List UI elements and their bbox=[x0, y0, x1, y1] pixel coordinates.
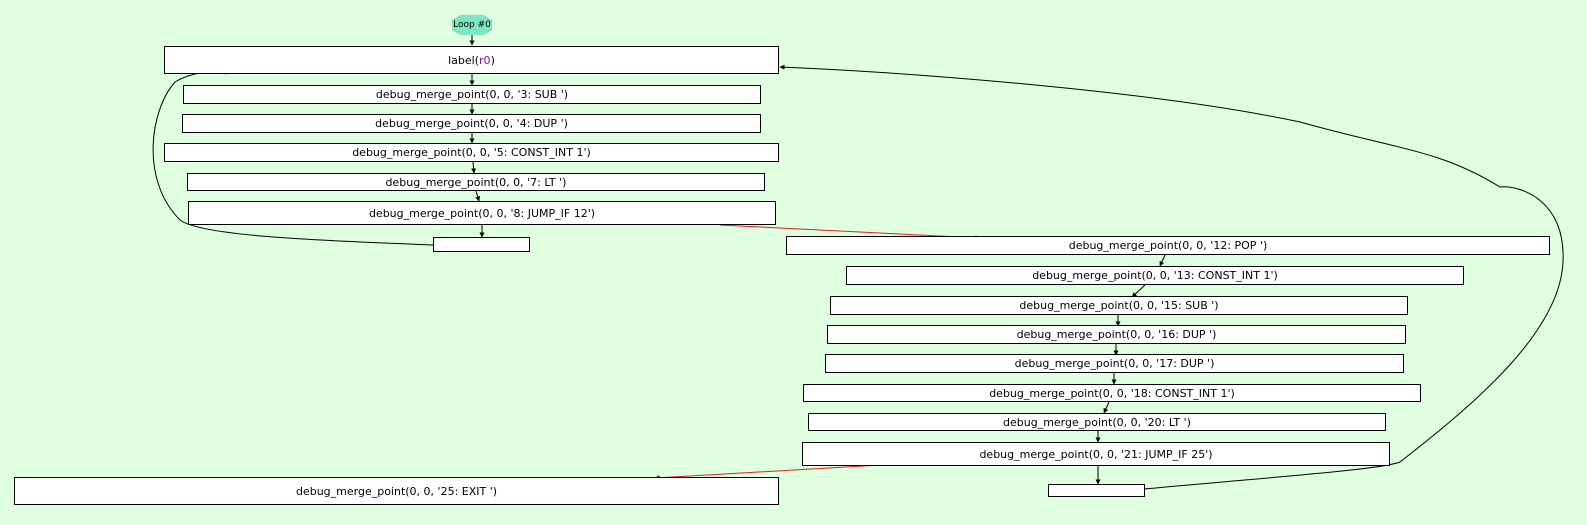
node-3-sub[interactable]: debug_merge_point(0, 0, '3: SUB ') bbox=[183, 85, 761, 104]
loop-node-label: Loop #0 bbox=[453, 20, 491, 30]
node-13-const-int[interactable]: debug_merge_point(0, 0, '13: CONST_INT 1… bbox=[846, 266, 1464, 285]
edge-21-to-25 bbox=[654, 464, 881, 481]
label-node-prefix: label( bbox=[448, 53, 480, 67]
edge-13-to-15 bbox=[1131, 284, 1146, 298]
label-node-suffix: ) bbox=[490, 53, 495, 67]
node-25-exit[interactable]: debug_merge_point(0, 0, '25: EXIT ') bbox=[14, 477, 779, 505]
node-20-lt[interactable]: debug_merge_point(0, 0, '20: LT ') bbox=[808, 413, 1386, 431]
edge-7-to-8 bbox=[475, 190, 481, 202]
jump-box-1[interactable] bbox=[433, 237, 530, 252]
node-12-pop[interactable]: debug_merge_point(0, 0, '12: POP ') bbox=[786, 236, 1550, 255]
loop-node[interactable]: Loop #0 bbox=[452, 15, 492, 35]
edge-jump-back-to-label bbox=[152, 69, 434, 246]
edge-12-to-13 bbox=[1159, 254, 1166, 267]
node-18-const-int[interactable]: debug_merge_point(0, 0, '18: CONST_INT 1… bbox=[803, 384, 1421, 402]
edge-18-to-20 bbox=[1103, 401, 1110, 414]
jump-box-2[interactable] bbox=[1048, 484, 1145, 497]
label-node[interactable]: label(r0) bbox=[164, 46, 779, 74]
edge-5-to-7 bbox=[471, 161, 477, 174]
node-7-lt[interactable]: debug_merge_point(0, 0, '7: LT ') bbox=[187, 173, 765, 191]
edge-8-to-12 bbox=[719, 224, 981, 241]
node-8-jump-if[interactable]: debug_merge_point(0, 0, '8: JUMP_IF 12') bbox=[188, 201, 776, 225]
node-16-dup[interactable]: debug_merge_point(0, 0, '16: DUP ') bbox=[827, 325, 1406, 344]
node-21-jump-if[interactable]: debug_merge_point(0, 0, '21: JUMP_IF 25'… bbox=[802, 442, 1390, 466]
node-17-dup[interactable]: debug_merge_point(0, 0, '17: DUP ') bbox=[825, 354, 1404, 373]
label-node-register: r0 bbox=[479, 53, 491, 67]
node-4-dup[interactable]: debug_merge_point(0, 0, '4: DUP ') bbox=[182, 114, 761, 133]
node-15-sub[interactable]: debug_merge_point(0, 0, '15: SUB ') bbox=[830, 296, 1408, 315]
node-5-const-int[interactable]: debug_merge_point(0, 0, '5: CONST_INT 1'… bbox=[164, 143, 779, 162]
